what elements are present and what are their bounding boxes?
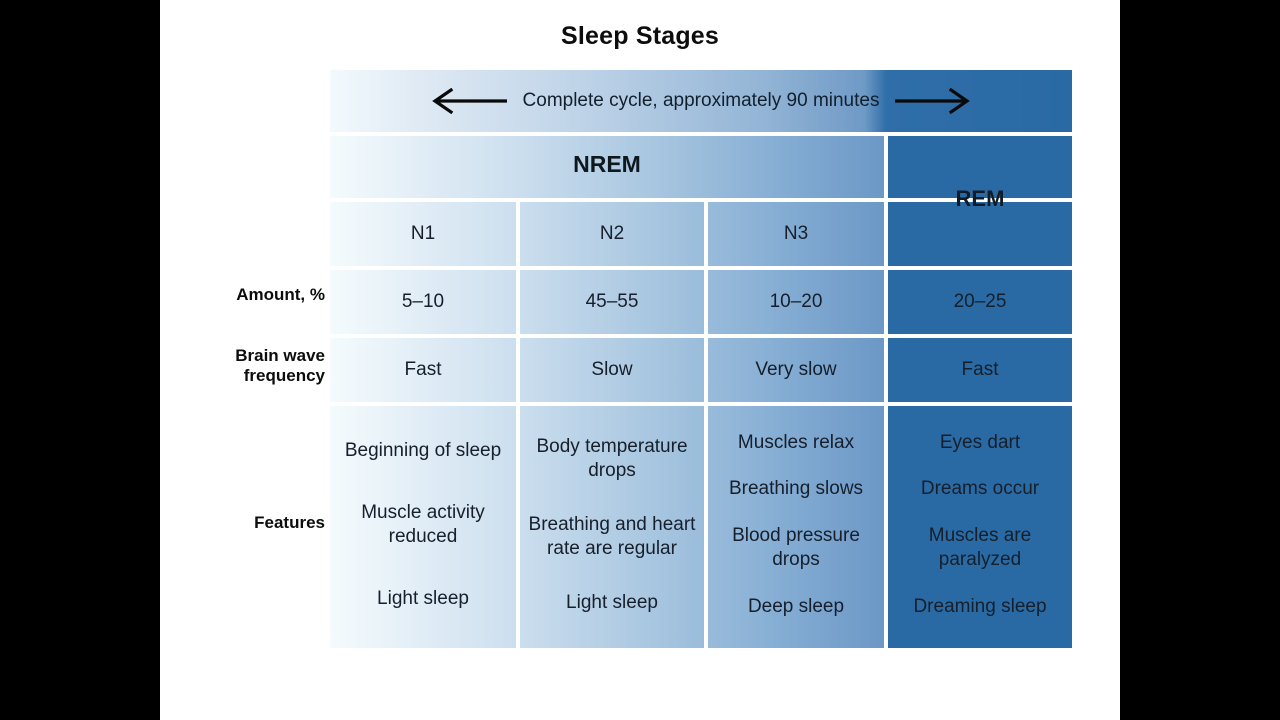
feature-item: Muscle activity reduced [361,501,485,547]
row-label-features: Features [254,512,325,532]
rem-zone-background [888,132,1072,648]
cycle-banner-text: Complete cycle, approximately 90 minutes [522,90,880,111]
cycle-banner: Complete cycle, approximately 90 minutes [330,70,1072,132]
grid-line-h2 [330,266,1072,270]
amount-n2: 45–55 [585,290,639,312]
letterbox-bar-right [1120,0,1280,720]
features-rem: Eyes dart Dreams occur Muscles are paral… [888,406,1072,648]
grid-line-h0 [330,132,1072,136]
brainwave-n2: Slow [591,358,633,380]
brainwave-rem: Fast [961,358,999,380]
feature-item: Beginning of sleep [344,439,502,461]
grid-line-v-rem [884,132,888,648]
feature-item: Blood pressure drops [732,524,860,571]
grid-line-h1 [330,198,1072,202]
feature-item: Dreaming sleep [913,595,1047,617]
left-arrow-icon [429,88,509,114]
row-label-amount: Amount, % [236,284,325,304]
feature-item: Light sleep [377,587,469,609]
feature-item: Muscles relax [737,432,855,454]
feature-item: Breathing slows [728,478,864,500]
page-title: Sleep Stages [560,22,720,50]
column-header-n2: N2 [599,222,625,244]
features-n1: Beginning of sleep Muscle activity reduc… [330,406,516,648]
amount-n3: 10–20 [769,290,823,312]
grid-line-h3 [330,334,1072,338]
letterbox-bar-left [0,0,160,720]
feature-item: Breathing and heart rate are regular [528,513,696,560]
grid-line-v2 [704,202,708,648]
feature-item: Light sleep [566,591,658,613]
features-n3: Muscles relax Breathing slows Blood pres… [708,406,884,648]
amount-rem: 20–25 [953,290,1007,312]
grid-line-h4 [330,402,1072,406]
feature-item: Deep sleep [747,595,845,617]
feature-item: Muscles are paralyzed [928,524,1032,571]
column-header-n3: N3 [783,222,809,244]
feature-item: Body temperature drops [536,435,688,482]
amount-n1: 5–10 [401,290,445,312]
stage-grid: NREM REM N1 N2 N3 5–10 45–55 10–20 20–25… [330,132,1072,648]
column-header-n1: N1 [410,222,436,244]
row-label-brain-wave: Brain wave frequency [235,345,325,385]
grid-line-v1 [516,202,520,648]
right-arrow-icon [893,88,973,114]
brainwave-n1: Fast [404,358,442,380]
sleep-stages-table: Complete cycle, approximately 90 minutes [330,70,1072,648]
feature-item: Eyes dart [939,432,1021,454]
nrem-zone-background [330,132,888,648]
group-header-rem: REM [955,185,1005,211]
feature-item: Dreams occur [920,478,1040,500]
brainwave-n3: Very slow [755,358,837,380]
slide-content: Sleep Stages Amount, % Brain wave freque… [160,0,1120,720]
group-header-nrem: NREM [573,151,641,178]
features-n2: Body temperature drops Breathing and hea… [520,406,704,648]
